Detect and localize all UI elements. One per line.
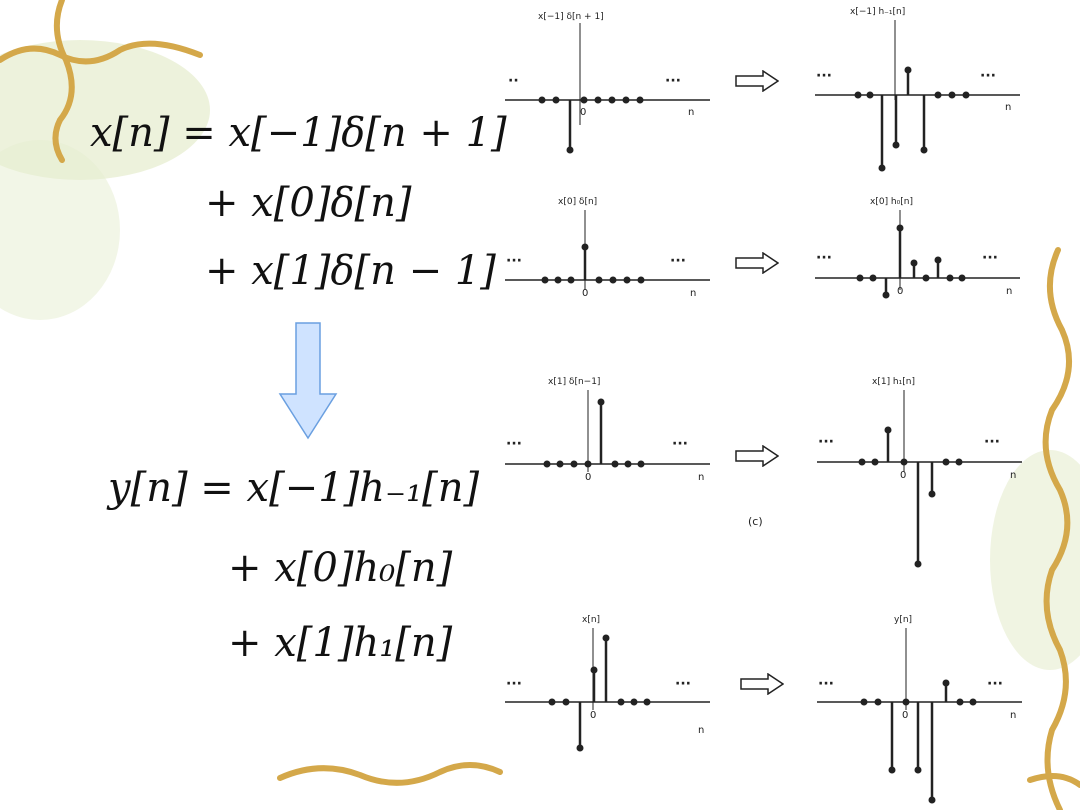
zero-tick-label: 0	[582, 288, 588, 299]
n-axis-label: n	[688, 107, 694, 118]
n-axis-label: n	[690, 288, 696, 299]
right-arrow-icon	[735, 70, 779, 92]
ellipsis-left: ···	[816, 250, 832, 266]
plot-title: x[−1] δ[n + 1]	[538, 12, 604, 22]
n-axis-label: n	[1010, 710, 1016, 721]
vine-bottom	[277, 762, 503, 786]
ellipsis-right: ···	[675, 676, 691, 692]
ellipsis-left: ···	[506, 676, 522, 692]
ellipsis-left: ··	[508, 73, 519, 89]
ellipsis-right: ···	[665, 73, 681, 89]
plot-title: y[n]	[894, 615, 912, 625]
n-axis-label: n	[698, 472, 704, 483]
equation-y-line3: + x[1]h₁[n]	[228, 620, 453, 666]
ellipsis-right: ···	[982, 250, 998, 266]
plot-title: x[n]	[582, 615, 600, 625]
plot-title: x[1] δ[n−1]	[548, 377, 600, 387]
vine-right-vertical	[1042, 247, 1073, 810]
stem-plot-x1-h1: x[1] h₁[n] ··· ··· 0 n	[812, 372, 1027, 568]
n-axis-label: n	[1006, 286, 1012, 297]
stem-plot-x-minus1-delta: x[−1] δ[n + 1] ·· ··· 0 n	[500, 5, 715, 180]
leaf-blob-left	[0, 140, 120, 320]
vine-left-vertical	[52, 0, 75, 163]
zero-tick-label: 0	[590, 710, 596, 721]
zero-tick-label: 0	[902, 710, 908, 721]
stem-plot-x0-h0: x[0] h₀[n] ··· ··· 0 n	[810, 190, 1025, 365]
ellipsis-left: ···	[818, 676, 834, 692]
equation-y-line1: y[n] = x[−1]h₋₁[n]	[108, 465, 480, 511]
stem-plot-x0-delta: x[0] δ[n] ··· ··· 0 n	[500, 190, 715, 365]
equation-y-line2: + x[0]h₀[n]	[228, 545, 453, 591]
stem-plot-x-minus1-h-minus1: x[−1] h₋₁[n] ··· ··· n	[810, 0, 1025, 175]
ellipsis-left: ···	[816, 68, 832, 84]
ellipsis-left: ···	[506, 253, 522, 269]
vine-bottom-right	[1027, 773, 1080, 788]
n-axis-label: n	[1010, 470, 1016, 481]
ellipsis-right: ···	[980, 68, 996, 84]
plot-title: x[1] h₁[n]	[872, 377, 915, 387]
ellipsis-right: ···	[984, 434, 1000, 450]
right-arrow-icon	[740, 673, 784, 695]
right-arrow-icon	[735, 252, 779, 274]
zero-tick-label: 0	[580, 107, 586, 118]
down-arrow-icon	[278, 322, 338, 440]
equation-x-line2: + x[0]δ[n]	[205, 180, 412, 226]
stem-plot-x-n: x[n] ··· ··· 0 n	[500, 610, 715, 785]
zero-tick-label: 0	[900, 470, 906, 481]
equation-x-line1: x[n] = x[−1]δ[n + 1]	[90, 110, 507, 156]
zero-tick-label: 0	[585, 472, 591, 483]
ellipsis-right: ···	[987, 676, 1003, 692]
zero-tick-label: 0	[897, 286, 903, 297]
ellipsis-left: ···	[506, 436, 522, 452]
plot-title: x[0] δ[n]	[558, 197, 597, 207]
stem-plot-y-n: y[n] ··· ··· 0 n	[812, 610, 1027, 804]
n-axis-label: n	[698, 725, 704, 736]
n-axis-label: n	[1005, 102, 1011, 113]
right-arrow-icon	[735, 445, 779, 467]
vine-top-left	[0, 40, 203, 65]
ellipsis-right: ···	[672, 436, 688, 452]
plot-title: x[0] h₀[n]	[870, 197, 913, 207]
plot-title: x[−1] h₋₁[n]	[850, 7, 905, 17]
stem-plot-x1-delta: x[1] δ[n−1] ··· ··· 0 n	[500, 372, 715, 547]
ellipsis-right: ···	[670, 253, 686, 269]
ellipsis-left: ···	[818, 434, 834, 450]
figure-caption: (c)	[748, 515, 763, 528]
equation-x-line3: + x[1]δ[n − 1]	[205, 248, 496, 294]
